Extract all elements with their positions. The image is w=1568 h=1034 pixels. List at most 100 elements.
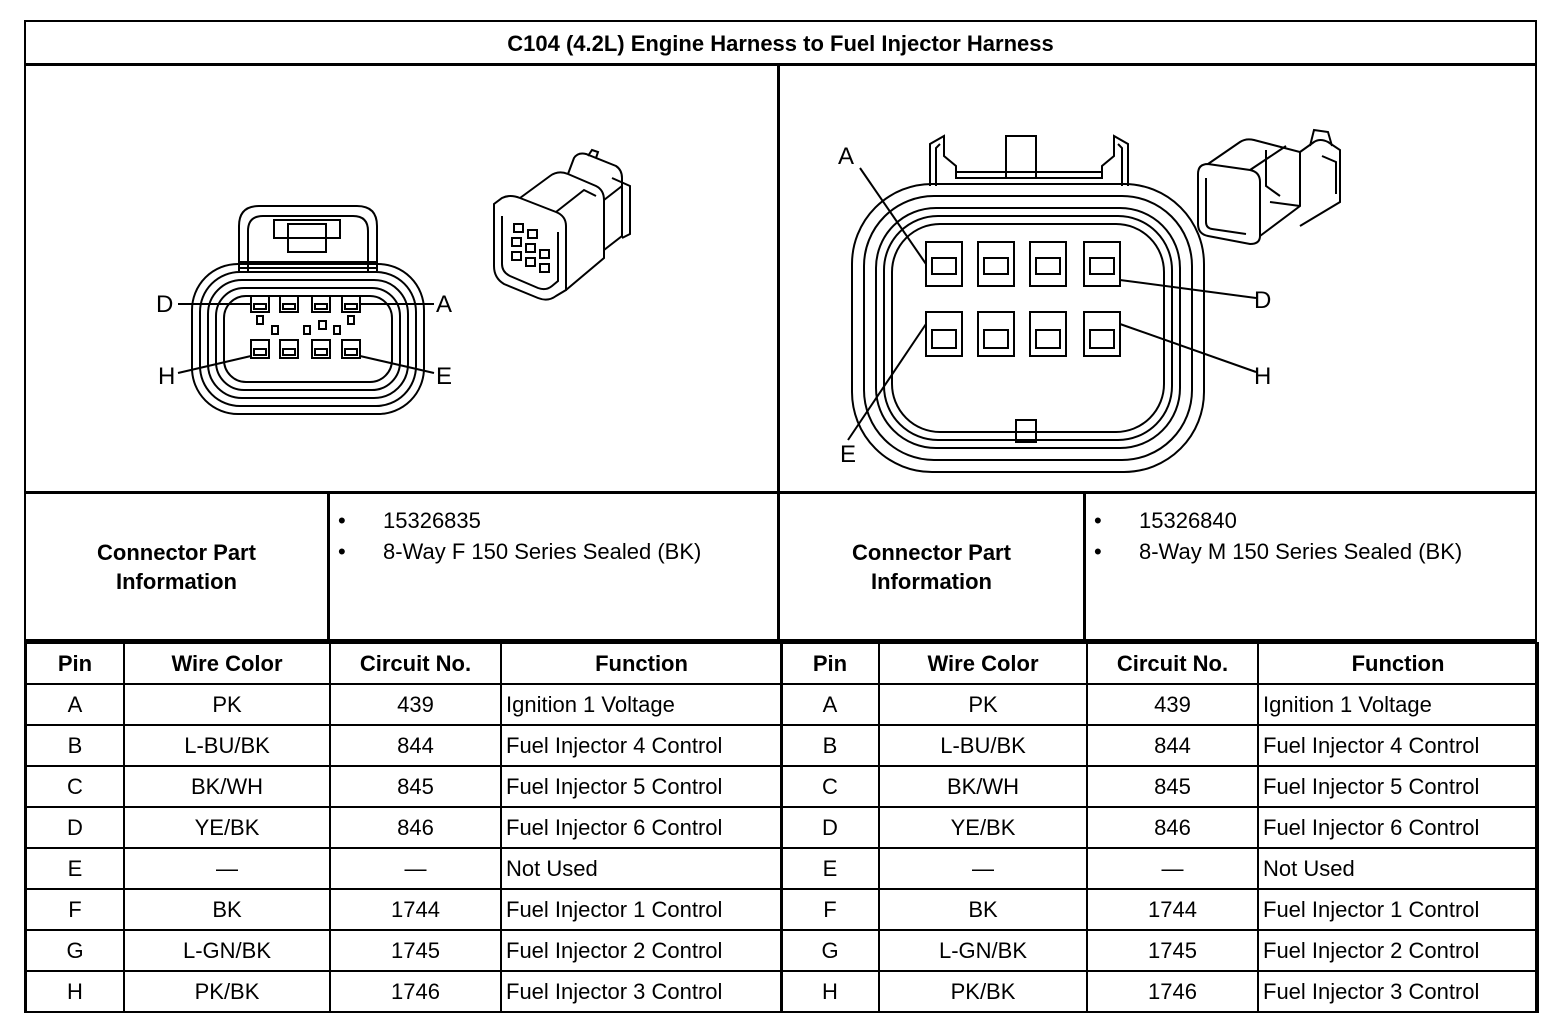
- pin-cell: F: [25, 888, 125, 931]
- left-info-header: Connector Part Information: [26, 494, 330, 639]
- function-cell: Fuel Injector 2 Control: [500, 929, 783, 972]
- left-part-number: •15326835: [330, 505, 777, 536]
- function-cell: Fuel Injector 1 Control: [1257, 888, 1539, 931]
- wire-color-cell: BK/WH: [878, 765, 1088, 808]
- right-info-header: Connector Part Information: [780, 494, 1086, 639]
- pin-label-e: E: [840, 441, 856, 468]
- col-circuit: Circuit No.: [329, 642, 502, 685]
- function-cell: Fuel Injector 6 Control: [500, 806, 783, 849]
- pin-label-h: H: [158, 363, 175, 390]
- function-cell: Fuel Injector 6 Control: [1257, 806, 1539, 849]
- circuit-cell: 844: [1086, 724, 1259, 767]
- wire-color-cell: PK/BK: [878, 970, 1088, 1013]
- function-cell: Fuel Injector 2 Control: [1257, 929, 1539, 972]
- pin-cell: E: [25, 847, 125, 890]
- function-cell: Not Used: [500, 847, 783, 890]
- col-wire-color: Wire Color: [123, 642, 331, 685]
- col-function: Function: [1257, 642, 1539, 685]
- right-part-description: •8-Way M 150 Series Sealed (BK): [1086, 536, 1535, 567]
- bullet-icon: •: [338, 539, 346, 564]
- circuit-cell: —: [329, 847, 502, 890]
- function-cell: Fuel Injector 4 Control: [1257, 724, 1539, 767]
- circuit-cell: 1744: [329, 888, 502, 931]
- circuit-cell: 846: [329, 806, 502, 849]
- function-cell: Fuel Injector 3 Control: [500, 970, 783, 1013]
- table-header-row: Pin Wire Color Circuit No. Function: [25, 642, 783, 685]
- function-cell: Ignition 1 Voltage: [500, 683, 783, 726]
- left-part-description: •8-Way F 150 Series Sealed (BK): [330, 536, 777, 567]
- col-function: Function: [500, 642, 783, 685]
- pin-label-h: H: [1254, 363, 1271, 390]
- part-info-row: Connector Part Information •15326835 •8-…: [26, 494, 1535, 642]
- male-connector-diagram: A D H E: [838, 128, 1341, 473]
- right-part-info: •15326840 •8-Way M 150 Series Sealed (BK…: [1086, 494, 1535, 650]
- circuit-cell: 1746: [329, 970, 502, 1013]
- pin-cell: C: [780, 765, 880, 808]
- col-circuit: Circuit No.: [1086, 642, 1259, 685]
- table-row: E——Not Used: [780, 847, 1539, 890]
- wire-color-cell: PK: [123, 683, 331, 726]
- page-title: C104 (4.2L) Engine Harness to Fuel Injec…: [26, 22, 1535, 66]
- function-cell: Not Used: [1257, 847, 1539, 890]
- circuit-cell: 846: [1086, 806, 1259, 849]
- function-cell: Fuel Injector 1 Control: [500, 888, 783, 931]
- function-cell: Fuel Injector 3 Control: [1257, 970, 1539, 1013]
- circuit-cell: 439: [329, 683, 502, 726]
- bullet-icon: •: [338, 508, 346, 533]
- female-connector-isometric-icon: [493, 148, 631, 301]
- wire-color-cell: L-GN/BK: [878, 929, 1088, 972]
- left-diagram-panel: D A H E: [26, 66, 780, 494]
- pin-cell: D: [780, 806, 880, 849]
- pin-label-a: A: [838, 143, 854, 170]
- col-wire-color: Wire Color: [878, 642, 1088, 685]
- pin-cell: C: [25, 765, 125, 808]
- connector-sheet: C104 (4.2L) Engine Harness to Fuel Injec…: [24, 20, 1539, 1013]
- wire-color-cell: L-BU/BK: [878, 724, 1088, 767]
- function-cell: Ignition 1 Voltage: [1257, 683, 1539, 726]
- wire-color-cell: YE/BK: [123, 806, 331, 849]
- function-cell: Fuel Injector 5 Control: [1257, 765, 1539, 808]
- wire-color-cell: PK/BK: [123, 970, 331, 1013]
- pin-label-e: E: [436, 363, 452, 390]
- pin-cell: E: [780, 847, 880, 890]
- pin-cell: G: [25, 929, 125, 972]
- function-cell: Fuel Injector 5 Control: [500, 765, 783, 808]
- male-connector-isometric-icon: [1197, 128, 1341, 246]
- wire-color-cell: BK: [878, 888, 1088, 931]
- right-part-number: •15326840: [1086, 505, 1535, 536]
- wire-color-cell: L-BU/BK: [123, 724, 331, 767]
- right-diagram-panel: A D H E: [780, 66, 1535, 494]
- table-header-row: Pin Wire Color Circuit No. Function: [780, 642, 1539, 685]
- circuit-cell: 439: [1086, 683, 1259, 726]
- bullet-icon: •: [1094, 508, 1102, 533]
- pin-cell: A: [780, 683, 880, 726]
- wire-color-cell: YE/BK: [878, 806, 1088, 849]
- pin-label-d: D: [1254, 287, 1271, 314]
- left-part-info: •15326835 •8-Way F 150 Series Sealed (BK…: [330, 494, 780, 639]
- circuit-cell: 1745: [329, 929, 502, 972]
- wire-color-cell: —: [878, 847, 1088, 890]
- circuit-cell: 844: [329, 724, 502, 767]
- pin-cell: B: [780, 724, 880, 767]
- circuit-cell: 845: [329, 765, 502, 808]
- wire-color-cell: —: [123, 847, 331, 890]
- female-connector-diagram: D A H E: [156, 148, 631, 415]
- wire-color-cell: PK: [878, 683, 1088, 726]
- circuit-cell: —: [1086, 847, 1259, 890]
- circuit-cell: 1746: [1086, 970, 1259, 1013]
- female-connector-face-icon: [177, 205, 435, 415]
- pin-cell: F: [780, 888, 880, 931]
- pin-cell: G: [780, 929, 880, 972]
- male-connector-face-icon: [847, 134, 1257, 473]
